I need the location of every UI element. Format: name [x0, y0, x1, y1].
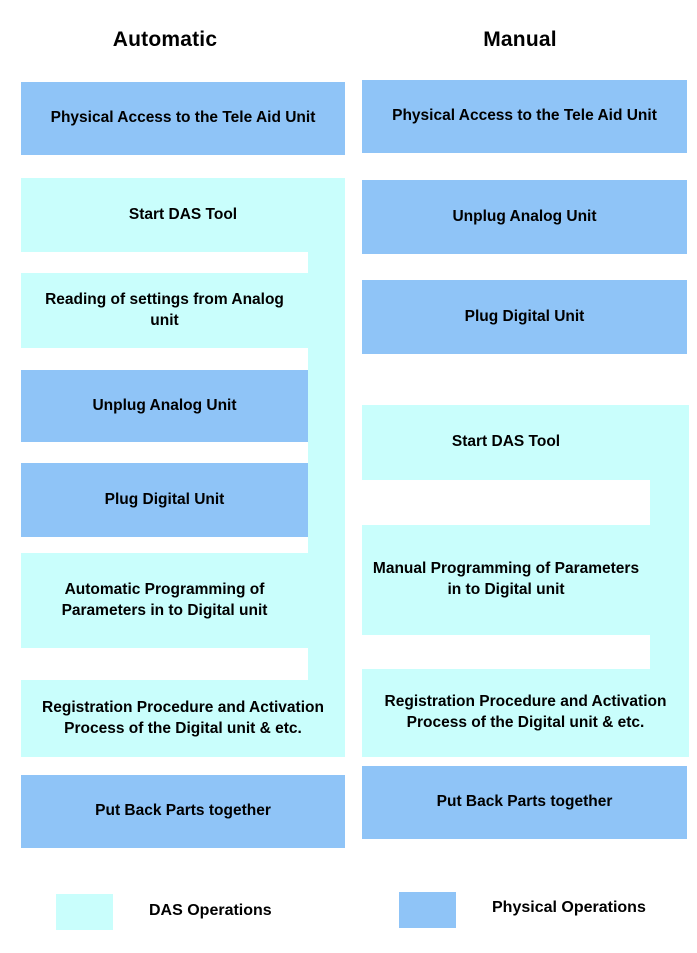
process-step-label: Plug Digital Unit: [104, 490, 225, 508]
legend-label-das-operations: DAS Operations: [149, 902, 272, 919]
gap-spacer: [21, 442, 308, 463]
process-step-label: Registration Procedure and Activation Pr…: [42, 698, 324, 737]
process-step-automatic-5[interactable]: Plug Digital Unit: [21, 463, 308, 537]
process-step-automatic-4[interactable]: Unplug Analog Unit: [21, 370, 308, 442]
process-step-label: Start DAS Tool: [128, 205, 238, 223]
gap-spacer: [21, 252, 308, 273]
process-step-automatic-2[interactable]: Start DAS Tool: [21, 178, 345, 252]
process-step-automatic-6[interactable]: Automatic Programming of Parameters in t…: [21, 553, 308, 648]
process-step-manual-6[interactable]: Registration Procedure and Activation Pr…: [362, 669, 689, 757]
process-step-label: Plug Digital Unit: [464, 307, 585, 325]
process-step-manual-4[interactable]: Start DAS Tool: [362, 405, 650, 480]
column-header-manual: Manual: [483, 28, 557, 51]
legend-swatch-das-operations: [56, 894, 113, 930]
process-step-automatic-1[interactable]: Physical Access to the Tele Aid Unit: [21, 82, 345, 155]
column-header-automatic: Automatic: [112, 28, 218, 51]
process-step-label: Manual Programming of Parameters in to D…: [372, 560, 640, 598]
legend-label-physical-operations: Physical Operations: [492, 899, 646, 916]
process-step-label: Reading of settings from Analog unit: [45, 290, 284, 329]
process-step-label: Physical Access to the Tele Aid Unit: [392, 107, 657, 125]
process-step-label: Registration Procedure and Activation Pr…: [384, 693, 667, 731]
process-step-label: Unplug Analog Unit: [92, 396, 237, 414]
process-step-label: Physical Access to the Tele Aid Unit: [50, 109, 316, 127]
process-step-automatic-7[interactable]: Registration Procedure and Activation Pr…: [21, 680, 345, 757]
process-step-manual-7[interactable]: Put Back Parts together: [362, 766, 687, 839]
process-step-manual-1[interactable]: Physical Access to the Tele Aid Unit: [362, 80, 687, 153]
process-step-automatic-3[interactable]: Reading of settings from Analog unit: [21, 273, 308, 348]
process-step-label: Put Back Parts together: [436, 793, 613, 811]
gap-spacer: [362, 480, 650, 525]
gap-spacer: [21, 537, 308, 553]
process-step-label: Put Back Parts together: [95, 802, 271, 820]
process-step-label: Unplug Analog Unit: [452, 207, 597, 225]
process-step-automatic-8[interactable]: Put Back Parts together: [21, 775, 345, 848]
gap-spacer: [21, 348, 308, 370]
process-step-manual-3[interactable]: Plug Digital Unit: [362, 280, 687, 354]
process-step-manual-5[interactable]: Manual Programming of Parameters in to D…: [362, 525, 650, 635]
gap-spacer: [21, 648, 308, 680]
legend-swatch-physical-operations: [399, 892, 456, 928]
gap-spacer: [362, 635, 650, 669]
process-step-manual-2[interactable]: Unplug Analog Unit: [362, 180, 687, 254]
process-step-label: Start DAS Tool: [451, 433, 561, 451]
process-step-label: Automatic Programming of Parameters in t…: [61, 580, 268, 619]
